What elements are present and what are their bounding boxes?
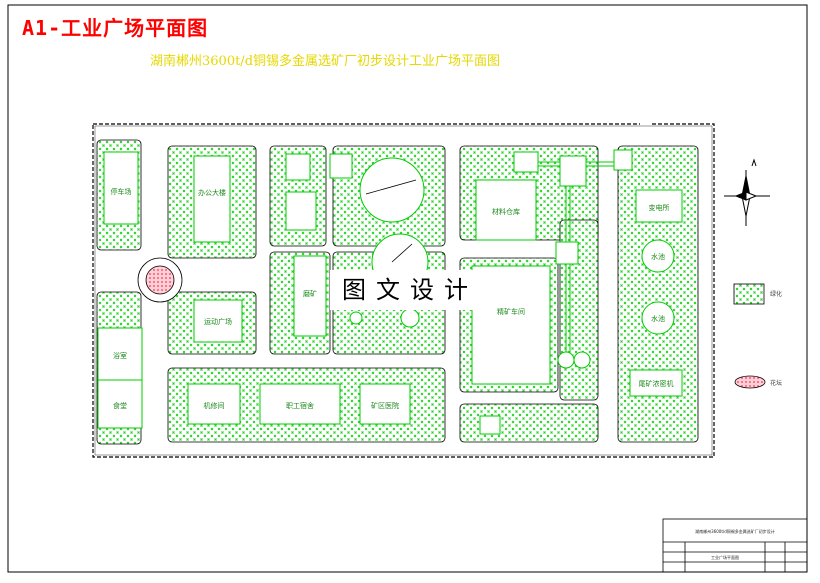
building-labels: 停车场 办公大楼 运动广场 浴室 食堂 机修间 职工宿舍 矿区医院 磨矿 材料仓… (111, 187, 674, 410)
label-water-tank-2: 水池 (651, 314, 665, 323)
water-tank (641, 301, 675, 335)
small-tank (400, 308, 420, 328)
title-block-drawing-name: 工业广场平面图 (711, 554, 739, 560)
site-inner-line (94, 125, 713, 456)
legend: 绿化 花坛 (733, 283, 782, 389)
title-block-project: 湖南郴州3600t/d铜锡多金属选矿厂初步设计 (695, 528, 775, 534)
watermark: 图文设计 (330, 270, 490, 310)
building-small (329, 153, 353, 179)
building-small (555, 241, 579, 265)
building-dorm (259, 383, 341, 425)
building-small (513, 151, 539, 173)
label-water-tank-1: 水池 (651, 252, 665, 261)
drawing-title: A1-工业广场平面图 (22, 16, 209, 40)
building-grinding (293, 255, 327, 337)
conveyor-lines (538, 161, 614, 354)
building-parking (103, 151, 139, 225)
legend-green-label: 绿化 (770, 290, 782, 298)
label-thickener: 尾矿浓密机 (639, 379, 674, 388)
label-substation: 变电所 (649, 203, 670, 212)
label-hospital: 矿区医院 (371, 401, 399, 410)
site-boundary (92, 123, 715, 458)
label-parking: 停车场 (111, 187, 132, 196)
label-canteen: 食堂 (113, 401, 127, 410)
small-tank (573, 351, 591, 369)
water-tank (641, 239, 675, 273)
label-concentrate: 精矿车间 (497, 307, 525, 316)
label-office: 办公大楼 (198, 188, 226, 197)
drawing-frame (7, 4, 808, 573)
building-office (193, 155, 231, 243)
tank-marker (365, 179, 417, 195)
building-storage (475, 179, 537, 241)
label-dorm: 职工宿舍 (286, 401, 314, 410)
drawing-subtitle: 湖南郴州3600t/d铜锡多金属选矿厂初步设计工业广场平面图 (150, 54, 501, 69)
title-block (662, 518, 808, 573)
tank-marker (391, 243, 413, 263)
building-bathhouse (97, 327, 143, 381)
label-bathhouse: 浴室 (113, 351, 127, 360)
label-grinding: 磨矿 (303, 289, 317, 298)
label-plaza: 运动广场 (204, 317, 232, 326)
label-storage: 材料仓库 (492, 207, 520, 216)
building-small (559, 155, 587, 187)
small-tank (349, 311, 363, 325)
building-small (613, 149, 633, 171)
building-crusher (285, 191, 317, 231)
tank-large (359, 157, 425, 223)
building-hospital (359, 383, 411, 425)
label-repair: 机修间 (204, 401, 225, 410)
building-repair (187, 383, 241, 425)
building-canteen (97, 379, 143, 429)
building-small (479, 415, 501, 435)
building-plaza (193, 299, 243, 343)
building-small (285, 153, 311, 181)
flower-bed-center (145, 265, 175, 295)
legend-green-swatch (733, 283, 765, 305)
building-substation (635, 189, 683, 223)
building-thickener (629, 369, 683, 397)
legend-flower-swatch (734, 375, 766, 389)
north-arrow-icon (724, 158, 770, 226)
legend-flower-label: 花坛 (770, 379, 782, 387)
small-tank (557, 351, 575, 369)
